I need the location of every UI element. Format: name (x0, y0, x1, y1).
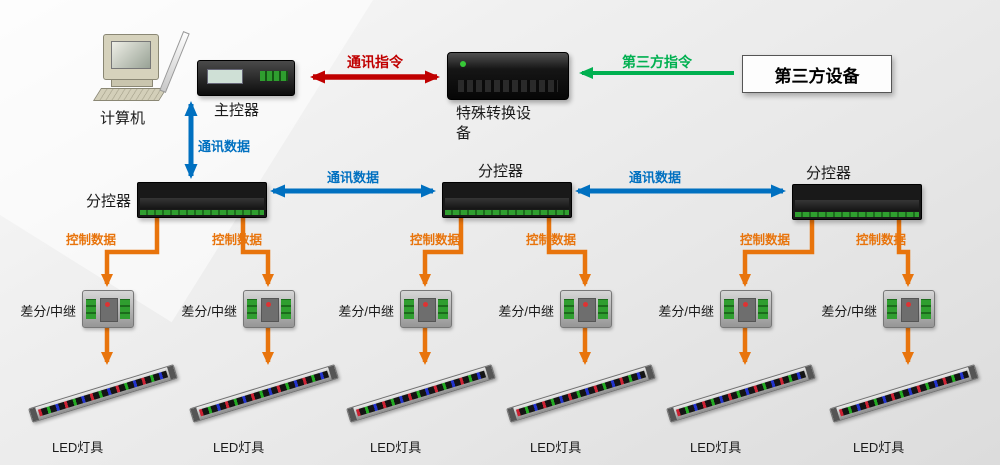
lcd-screen (207, 69, 243, 84)
power-led (460, 61, 466, 67)
repeater-label-1: 差分/中继 (20, 304, 76, 319)
led-bar-1 (27, 364, 178, 423)
sub-controller-label-right: 分控器 (806, 165, 852, 182)
repeater-device-4 (560, 290, 612, 328)
converter-device (447, 52, 569, 100)
led-bar-4 (505, 364, 656, 423)
third-party-device: 第三方设备 (742, 55, 892, 93)
led-label-6: LED灯具 (853, 440, 905, 455)
repeater-label-3: 差分/中继 (338, 304, 394, 319)
control-data-label-4: 控制数据 (526, 233, 577, 247)
repeater-device-3 (400, 290, 452, 328)
main-controller-device (197, 60, 295, 96)
led-bar-5 (665, 364, 816, 423)
sub-controller-device-right (792, 184, 922, 220)
keyboard-icon (92, 88, 168, 101)
repeater-label-5: 差分/中继 (658, 304, 714, 319)
led-label-2: LED灯具 (213, 440, 265, 455)
comm-data-label-vertical: 通讯数据 (198, 139, 251, 154)
control-data-arrow-2 (240, 217, 274, 287)
repeater-label-6: 差分/中继 (821, 304, 877, 319)
control-data-arrow-1 (101, 217, 160, 287)
main-controller-label: 主控器 (214, 102, 260, 119)
led-label-4: LED灯具 (530, 440, 582, 455)
led-bar-2 (188, 364, 339, 423)
control-data-arrow-4 (546, 217, 591, 287)
led-label-3: LED灯具 (370, 440, 422, 455)
control-data-label-3: 控制数据 (410, 233, 461, 247)
repeater-device-1 (82, 290, 134, 328)
control-data-label-1: 控制数据 (66, 233, 117, 247)
led-bar-3 (345, 364, 496, 423)
converter-label: 特殊转换设备 (456, 105, 532, 142)
third-party-label: 第三方设备 (774, 66, 860, 86)
stylus-icon (159, 31, 190, 93)
terminal-ports (260, 71, 288, 81)
led-label-5: LED灯具 (690, 440, 742, 455)
repeater-device-6 (883, 290, 935, 328)
repeater-label-4: 差分/中继 (498, 304, 554, 319)
control-data-label-6: 控制数据 (856, 233, 907, 247)
vents (458, 80, 558, 92)
third-party-command-label: 第三方指令 (622, 54, 692, 70)
repeater-device-2 (243, 290, 295, 328)
sub-controller-label-middle: 分控器 (478, 163, 524, 180)
sub-controller-label-left: 分控器 (86, 193, 132, 210)
comm-command-label: 通讯指令 (347, 54, 403, 70)
computer-device (92, 31, 190, 106)
comm-data-label-right: 通讯数据 (629, 170, 682, 185)
sub-controller-device-middle (442, 182, 572, 218)
control-data-label-2: 控制数据 (212, 233, 263, 247)
repeater-device-5 (720, 290, 772, 328)
led-label-1: LED灯具 (52, 440, 104, 455)
sub-controller-device-left (137, 182, 267, 218)
control-data-label-5: 控制数据 (740, 233, 791, 247)
led-bar-6 (828, 364, 979, 423)
repeater-label-2: 差分/中继 (181, 304, 237, 319)
comm-data-label-left: 通讯数据 (327, 170, 380, 185)
control-data-arrow-3 (419, 217, 464, 287)
monitor-icon (103, 34, 159, 80)
computer-label: 计算机 (100, 110, 146, 127)
